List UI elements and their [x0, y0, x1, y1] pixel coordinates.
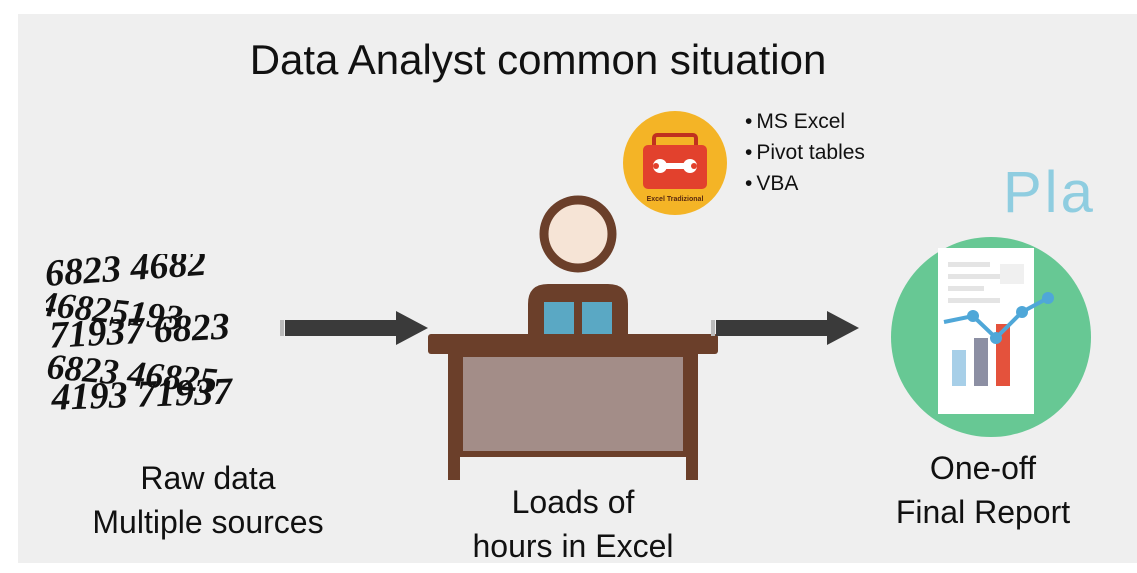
watermark-logo: Pla: [1003, 160, 1096, 225]
numbers-row: 71937 6823: [48, 305, 230, 356]
diagram-title: Data Analyst common situation: [249, 36, 827, 83]
label-line: Loads of: [511, 484, 635, 520]
diagram-canvas: Data Analyst common situation Pla 6823 4…: [18, 14, 1137, 563]
tool-item: MS Excel: [745, 106, 865, 137]
label-line: Multiple sources: [92, 504, 324, 540]
label-hours-excel: Loads of hours in Excel: [428, 480, 718, 563]
label-final-report: One-off Final Report: [868, 446, 1098, 534]
tool-item: Pivot tables: [745, 137, 865, 168]
label-line: hours in Excel: [472, 528, 674, 563]
numbers-row: 4193 71937: [50, 370, 235, 418]
tools-list: MS Excel Pivot tables VBA: [745, 106, 865, 199]
tool-item: VBA: [745, 168, 865, 199]
arrow-to-analyst: [280, 311, 428, 345]
raw-numbers-icon: 6823 4682 46825193 71937 6823 6823 46825…: [46, 254, 235, 419]
label-raw-data: Raw data Multiple sources: [48, 456, 368, 544]
analyst-at-desk-icon: [428, 195, 718, 480]
arrow-to-report: [711, 311, 859, 345]
label-line: Raw data: [140, 460, 276, 496]
final-report-icon: [891, 237, 1091, 437]
toolbox-caption: Excel Tradizional: [647, 196, 704, 203]
excel-toolbox-icon: Excel Tradizional: [623, 111, 727, 215]
label-line: One-off: [929, 450, 1037, 486]
label-line: Final Report: [895, 494, 1071, 530]
